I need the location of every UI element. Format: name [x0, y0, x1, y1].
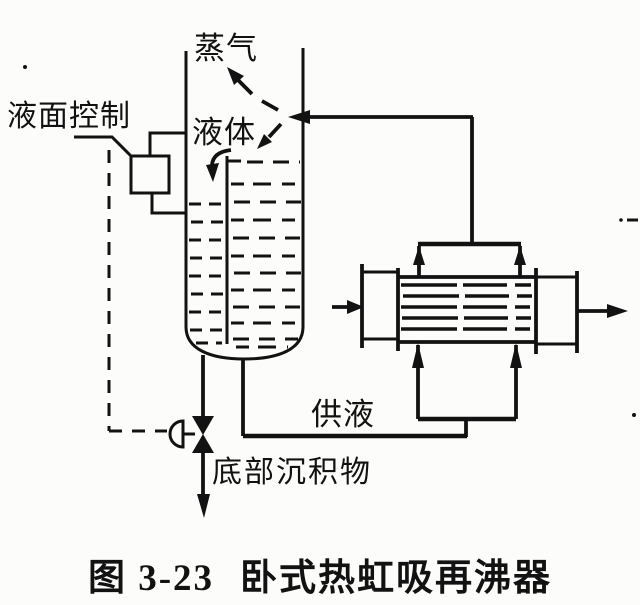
header-arrowhead-right	[514, 246, 526, 265]
drain-arrowhead	[197, 494, 210, 518]
speck-top-left	[23, 65, 27, 69]
control-valve	[168, 416, 214, 453]
header-arrowhead-left	[413, 246, 425, 265]
tube-bundle	[401, 283, 532, 331]
vapor-header	[413, 241, 526, 276]
figure-caption: 图 3-23 卧式热虹吸再沸器	[0, 547, 640, 601]
speck-mid-right	[632, 413, 636, 417]
figure-caption-title: 卧式热虹吸再沸器	[240, 558, 553, 599]
outlet-arrowhead	[607, 304, 628, 318]
downcomer-flow-arrow	[206, 148, 232, 182]
liquid-arrowhead	[257, 134, 272, 149]
shellside-outlet-arrow	[578, 304, 628, 318]
downcomer-arrowhead	[206, 163, 219, 182]
vapor-return-line	[288, 110, 474, 244]
controller-upper-tap	[148, 131, 187, 156]
level-control-label: 液面控制	[7, 100, 131, 133]
bottom-sediment-label: 底部沉积物	[212, 456, 372, 489]
stray-marks	[23, 65, 638, 417]
feed-line	[241, 343, 522, 439]
return-arrowhead	[288, 110, 310, 124]
feed-liquid-label: 供液	[311, 397, 375, 432]
vapor-streamline-dash	[261, 99, 279, 112]
valve-upper-triangle	[192, 416, 214, 435]
feed-arrowhead-left	[412, 343, 424, 368]
vapor-arrowhead	[227, 67, 244, 85]
level-controller	[74, 131, 187, 215]
valve-lower-triangle	[192, 434, 214, 453]
level-control-leader-line	[74, 135, 133, 158]
feed-arrowhead-right	[510, 343, 522, 368]
controller-lower-tap	[150, 193, 187, 215]
speck-right-edge-dot	[619, 218, 623, 222]
liquid-level-dashes	[189, 160, 301, 349]
level-controller-box	[129, 154, 171, 195]
figure-caption-number: 图 3-23	[87, 558, 215, 599]
vapor-label: 蒸气	[194, 31, 258, 66]
shellside-inlet-arrow	[332, 300, 364, 314]
bottom-drain-line	[197, 355, 210, 518]
control-signal-line	[107, 150, 167, 433]
heat-exchanger	[332, 264, 628, 354]
vapor-flow-arrow	[227, 67, 279, 112]
liquid-flow-arrow	[257, 122, 283, 149]
valve-actuator	[168, 419, 185, 449]
inlet-arrowhead	[347, 300, 364, 314]
liquid-label: 液体	[192, 115, 256, 150]
